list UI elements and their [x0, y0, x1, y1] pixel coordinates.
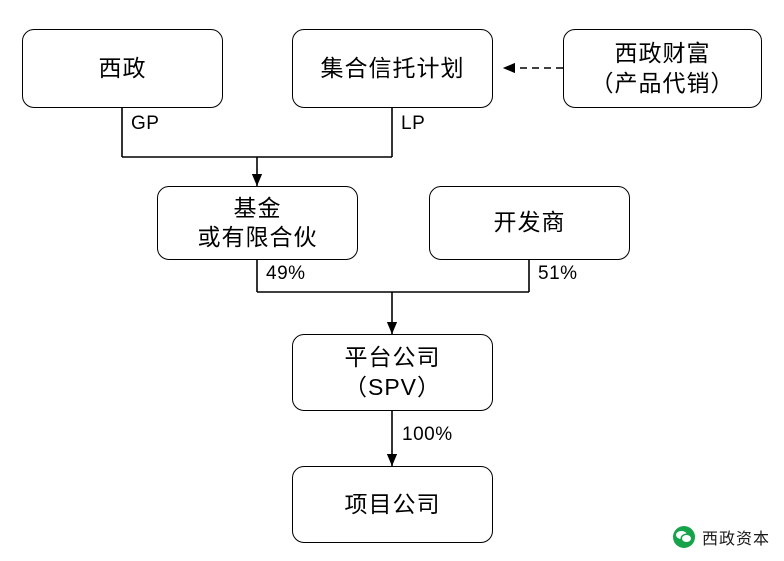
node-xizheng[interactable]: 西政 — [22, 29, 223, 108]
edge-label-49: 49% — [266, 263, 306, 284]
edge-label-gp: GP — [131, 113, 160, 134]
node-fund[interactable]: 基金 或有限合伙 — [157, 186, 358, 260]
node-developer-line1: 开发商 — [493, 209, 566, 236]
node-platform-line2: （SPV） — [343, 373, 442, 400]
node-project[interactable]: 项目公司 — [292, 466, 493, 543]
node-xizheng-line1: 西政 — [98, 54, 147, 81]
edge-label-100: 100% — [402, 424, 453, 445]
node-trust-plan[interactable]: 集合信托计划 — [292, 29, 493, 108]
node-project-line1: 项目公司 — [344, 490, 441, 517]
edge-label-lp: LP — [401, 113, 426, 134]
wechat-icon — [672, 526, 695, 548]
watermark: 西政资本 — [672, 525, 770, 549]
node-fund-line2: 或有限合伙 — [197, 224, 318, 250]
node-xizheng-wealth-line2: （产品代销） — [590, 69, 735, 96]
node-xizheng-wealth-line1: 西政财富 — [614, 40, 711, 67]
node-platform[interactable]: 平台公司 （SPV） — [292, 334, 493, 411]
node-developer[interactable]: 开发商 — [429, 186, 630, 260]
node-platform-line1: 平台公司 — [344, 344, 441, 371]
node-trust-plan-line1: 集合信托计划 — [320, 54, 465, 81]
edge-label-51: 51% — [538, 263, 578, 284]
node-xizheng-wealth[interactable]: 西政财富 （产品代销） — [563, 29, 762, 108]
node-fund-line1: 基金 — [233, 194, 282, 221]
watermark-text: 西政资本 — [701, 531, 770, 548]
